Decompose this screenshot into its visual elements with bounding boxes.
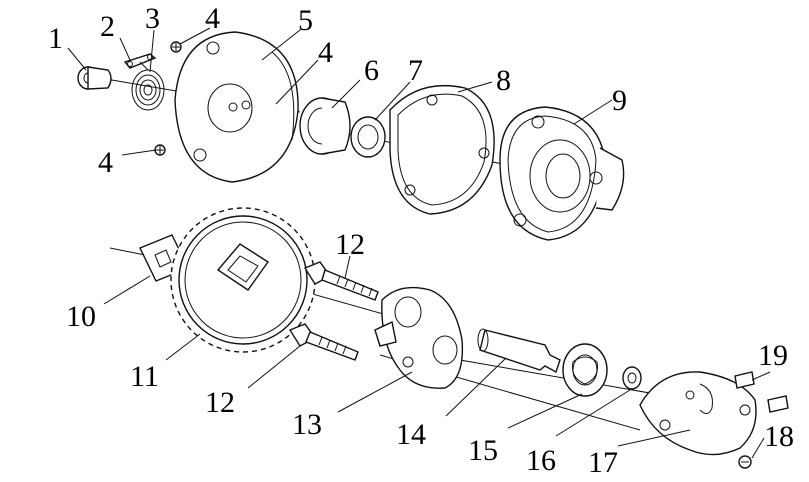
part-3-spiral-spring xyxy=(131,61,165,111)
part-1-bushing xyxy=(77,66,112,90)
callout-1: 1 xyxy=(48,22,63,55)
callout-15: 15 xyxy=(468,434,498,467)
callout-14: 14 xyxy=(396,418,426,451)
part-9-housing xyxy=(499,106,625,241)
part-6-bearing xyxy=(299,97,351,155)
part-13-pump-body xyxy=(374,286,464,389)
callout-9: 9 xyxy=(612,84,627,117)
callout-17: 17 xyxy=(588,446,618,479)
callout-3: 3 xyxy=(145,2,160,35)
part-17-pump-cover xyxy=(639,371,757,456)
callout-12b: 12 xyxy=(205,386,235,419)
callout-11: 11 xyxy=(130,360,159,393)
callout-4a: 4 xyxy=(205,2,220,35)
part-8-gasket xyxy=(389,84,495,215)
callout-10: 10 xyxy=(66,300,96,333)
part-14-shaft xyxy=(477,328,561,374)
part-11-driven-gear xyxy=(170,207,316,353)
callout-4b: 4 xyxy=(318,36,333,69)
callout-19: 19 xyxy=(758,339,788,372)
callout-labels: 1 2 3 4 4 4 5 6 7 8 9 10 11 12 12 13 14 … xyxy=(48,2,794,479)
callout-16: 16 xyxy=(526,444,556,477)
part-15-outer-rotor xyxy=(562,343,608,397)
callout-2: 2 xyxy=(100,10,115,43)
callout-13: 13 xyxy=(292,408,322,441)
callout-5: 5 xyxy=(298,4,313,37)
part-2-clip xyxy=(123,53,157,69)
part-16-inner-rotor xyxy=(622,366,642,390)
callout-18: 18 xyxy=(764,420,794,453)
callout-12a: 12 xyxy=(335,228,365,261)
part-18-screw xyxy=(738,455,752,469)
callout-4c: 4 xyxy=(98,146,113,179)
callout-7: 7 xyxy=(408,54,423,87)
callout-8: 8 xyxy=(496,64,511,97)
leader-lines xyxy=(67,27,771,459)
callout-6: 6 xyxy=(364,54,379,87)
part-7-washer xyxy=(350,116,386,158)
part-19-dowel-pins xyxy=(734,371,789,413)
part-5-cover-plate xyxy=(174,31,299,183)
part-12-bolts xyxy=(288,261,379,361)
